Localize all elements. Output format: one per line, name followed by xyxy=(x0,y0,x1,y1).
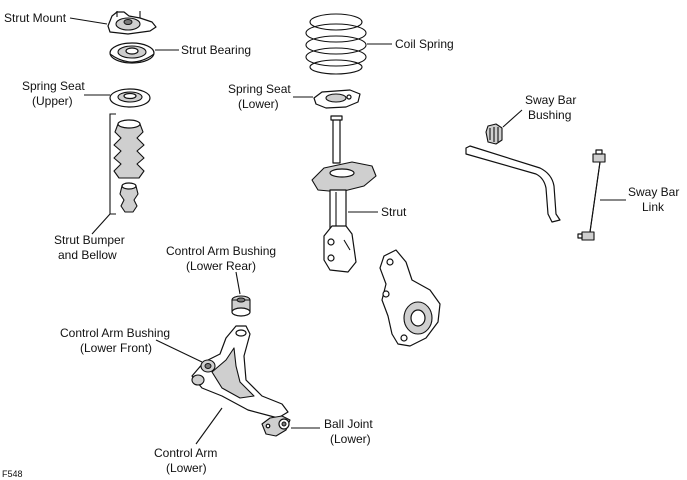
strut-mount-label: Strut Mount xyxy=(4,11,67,25)
strut-mount-leader xyxy=(69,17,108,25)
control-arm-bushing-rear-part xyxy=(231,295,251,317)
ball-joint-label-line2: (Lower) xyxy=(330,432,371,446)
strut-mount-part xyxy=(107,11,157,35)
coil-spring-label: Coil Spring xyxy=(395,37,454,51)
control-arm-bushing-rear-label-line2: (Lower Rear) xyxy=(186,259,256,273)
figure-id: F548 xyxy=(2,469,23,479)
control-arm-bushing-front-part xyxy=(200,359,216,373)
strut-bearing-label: Strut Bearing xyxy=(181,43,251,57)
sway-bar-bushing-label-line2: Bushing xyxy=(528,108,571,122)
spring-seat-lower-part xyxy=(313,89,361,109)
sway-bar-bushing-part xyxy=(485,123,503,145)
sway-bar-link-part xyxy=(577,149,606,241)
spring-seat-lower-label-line1: Spring Seat xyxy=(228,82,291,96)
spring-seat-upper-label-line2: (Upper) xyxy=(32,94,73,108)
strut-label: Strut xyxy=(381,205,407,219)
control-arm-leader xyxy=(195,407,223,445)
spring-seat-upper-part xyxy=(109,88,151,108)
strut-bumper-label-line1: Strut Bumper xyxy=(54,233,125,247)
steering-knuckle-part xyxy=(379,249,441,347)
control-arm-label-line1: Control Arm xyxy=(154,446,217,460)
sway-bar-bushing-leader xyxy=(502,109,523,128)
sway-bar-link-label-line1: Sway Bar xyxy=(628,185,679,199)
control-arm-label-line2: (Lower) xyxy=(166,461,207,475)
sway-bar-part xyxy=(465,145,561,223)
coil-spring-part xyxy=(305,13,367,75)
strut-bumper-part xyxy=(119,182,139,213)
control-arm-bushing-front-leader xyxy=(155,339,203,363)
sway-bar-bushing-label-line1: Sway Bar xyxy=(525,93,576,107)
control-arm-bushing-front-label-line2: (Lower Front) xyxy=(80,341,152,355)
strut-bellow-part xyxy=(113,119,145,179)
spring-seat-upper-label-line1: Spring Seat xyxy=(22,79,85,93)
sway-bar-link-label-line2: Link xyxy=(642,200,665,214)
ball-joint-part xyxy=(261,415,291,437)
strut-bumper-label-line2: and Bellow xyxy=(58,248,117,262)
strut-bearing-part xyxy=(109,42,155,64)
strut-part xyxy=(311,115,377,273)
strut-bumper-bracket xyxy=(91,113,116,235)
control-arm-bushing-rear-label-line1: Control Arm Bushing xyxy=(166,244,276,258)
control-arm-part xyxy=(191,325,289,419)
control-arm-bushing-front-label-line1: Control Arm Bushing xyxy=(60,326,170,340)
spring-seat-lower-label-line2: (Lower) xyxy=(238,97,279,111)
control-arm-bushing-rear-leader xyxy=(235,271,241,295)
ball-joint-label-line1: Ball Joint xyxy=(324,417,373,431)
